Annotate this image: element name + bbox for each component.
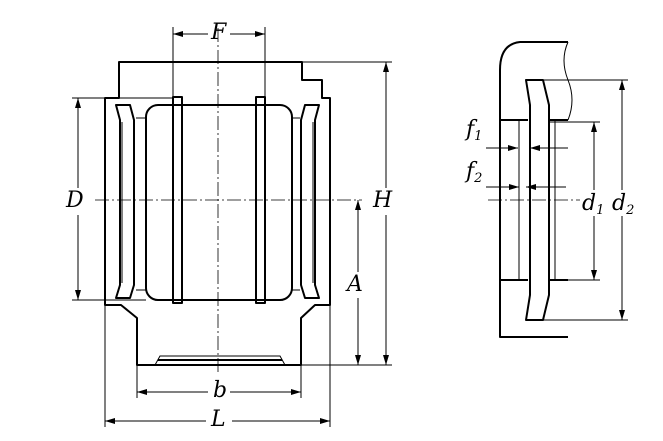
label-L: L — [211, 407, 226, 432]
side-housing — [499, 41, 568, 338]
dimensions-front — [72, 27, 392, 427]
left-rim — [136, 117, 146, 291]
label-f2: f2 — [466, 159, 483, 186]
front-view — [95, 28, 362, 372]
label-d1: d1 — [582, 191, 605, 218]
inner-body — [145, 104, 293, 301]
side-break-top — [563, 41, 573, 121]
right-rim — [292, 117, 300, 291]
side-view — [488, 41, 580, 338]
label-D: D — [66, 188, 84, 213]
label-d2: d2 — [612, 191, 635, 218]
housing-foot — [154, 355, 286, 366]
right-flange — [300, 104, 320, 299]
label-b: b — [213, 378, 228, 403]
dimensions-side — [486, 79, 628, 321]
label-f1: f1 — [466, 117, 483, 144]
label-A: A — [347, 272, 363, 297]
left-flange — [115, 104, 135, 299]
housing-outline — [104, 61, 331, 366]
label-F: F — [211, 20, 227, 45]
label-H: H — [373, 188, 393, 213]
